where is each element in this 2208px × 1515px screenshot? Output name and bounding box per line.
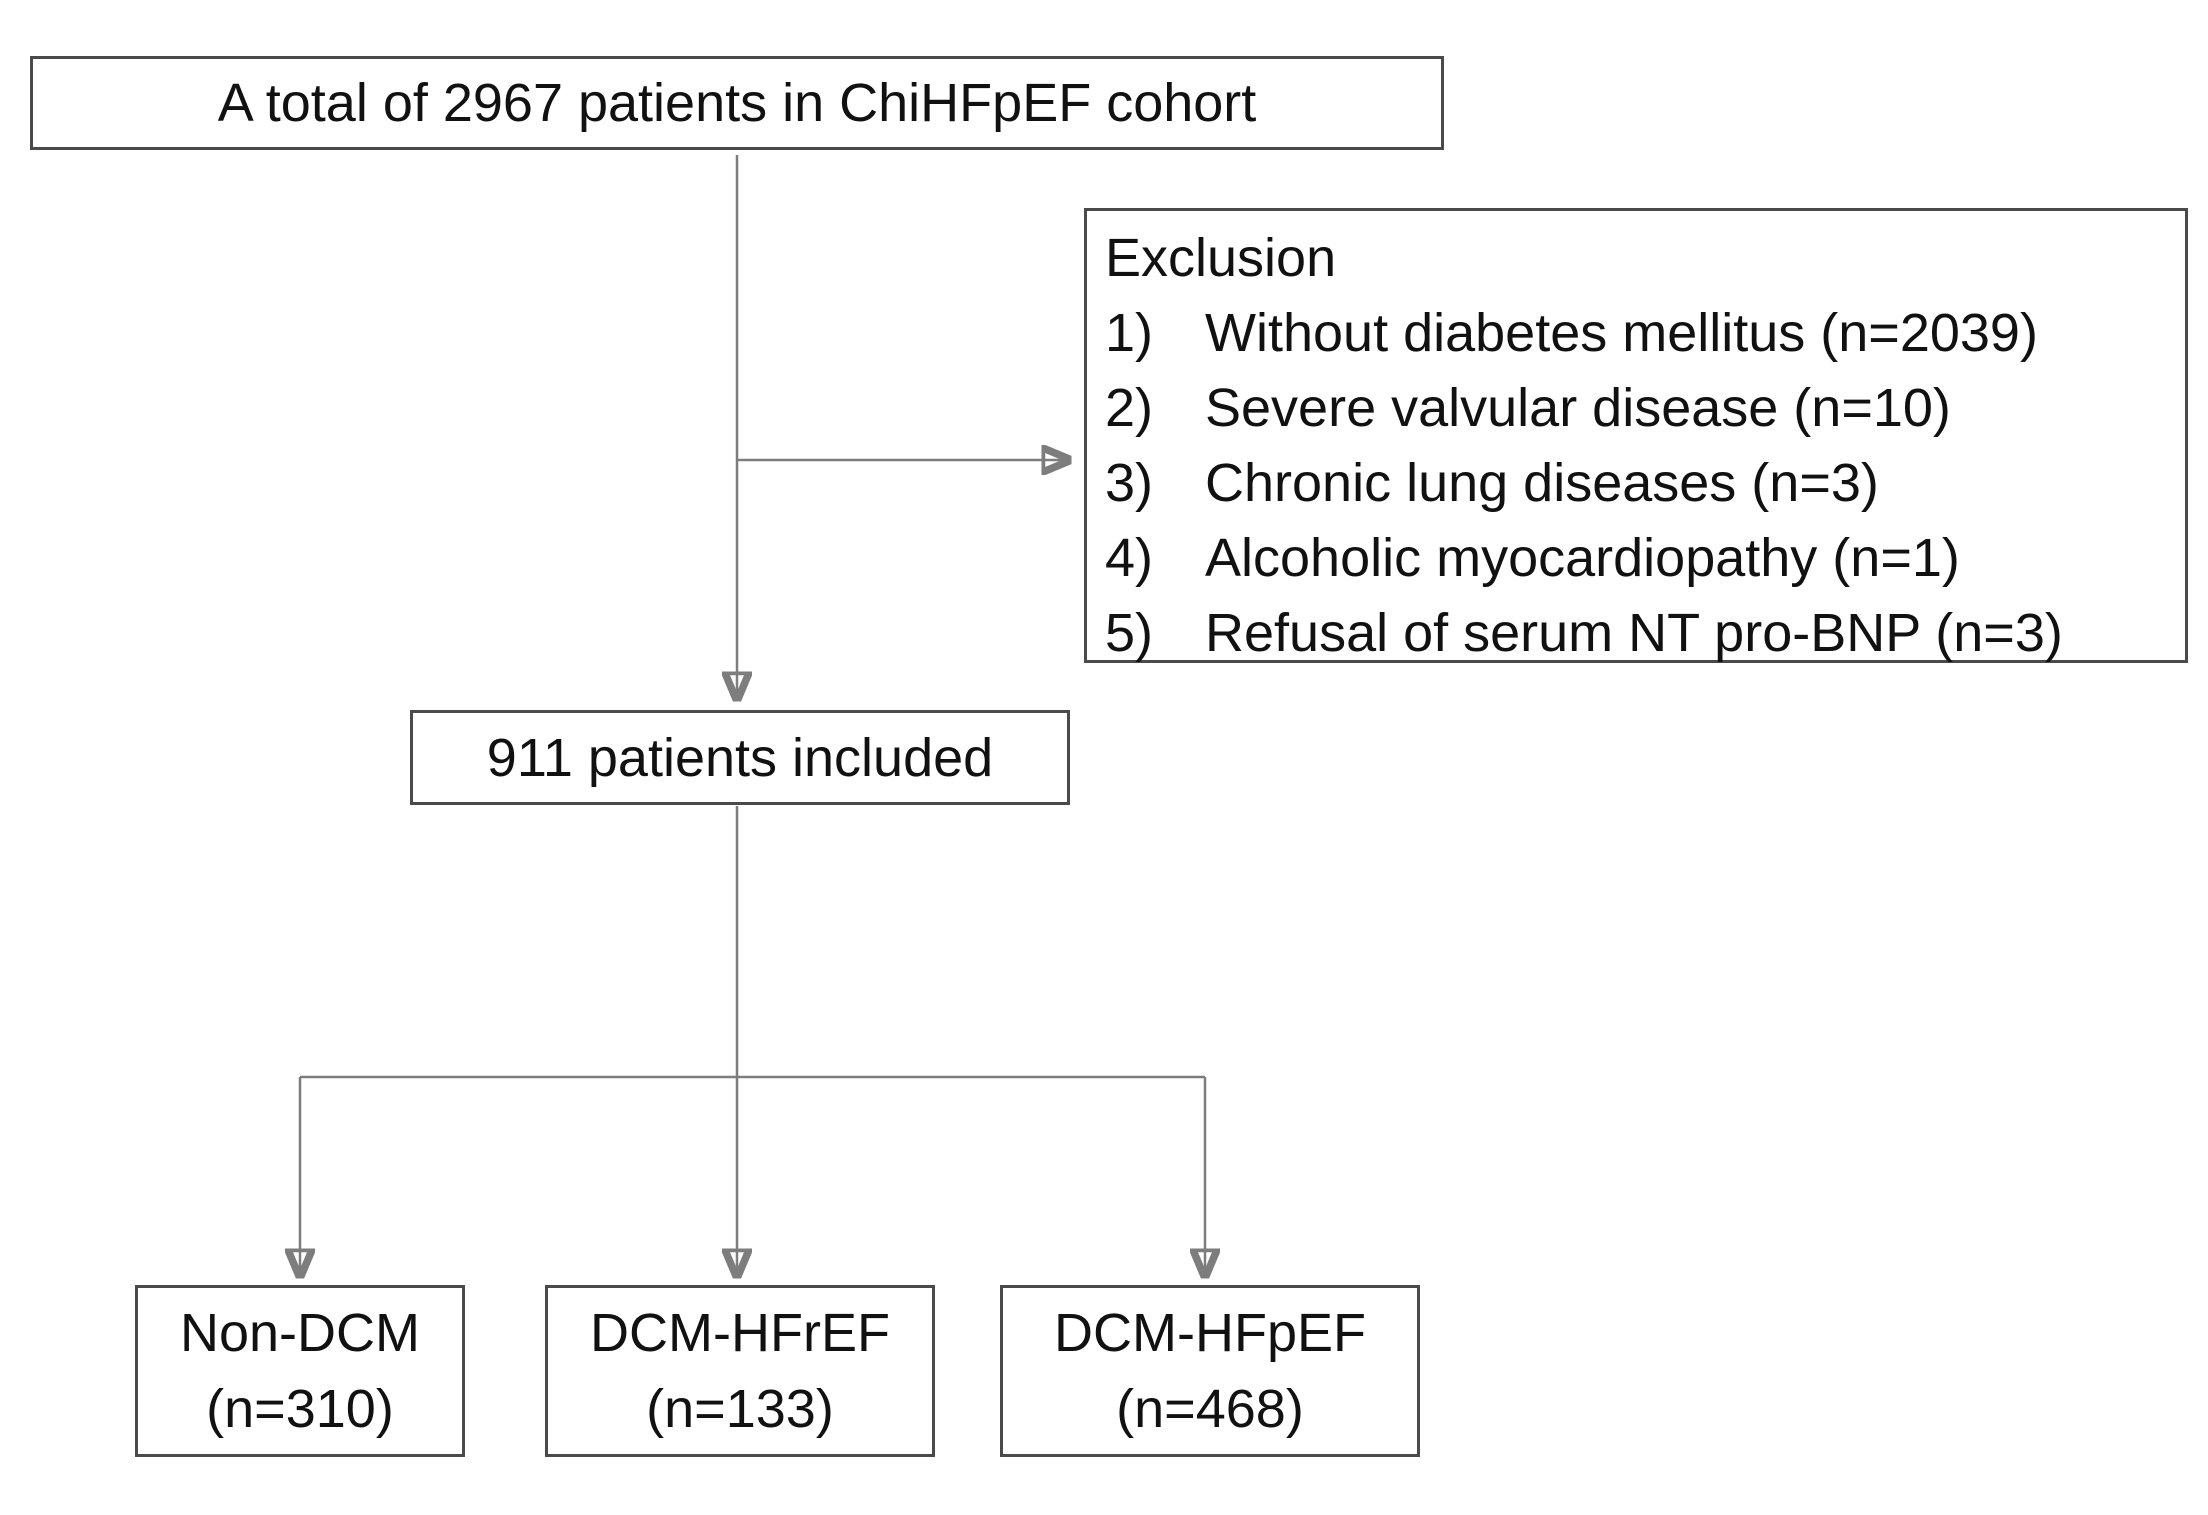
exclusion-item-number: 3) bbox=[1105, 453, 1154, 513]
included-box: 911 patients included bbox=[410, 710, 1070, 805]
exclusion-item: 1) Without diabetes mellitus (n=2039) bbox=[1105, 296, 2171, 371]
cohort-box-text: A total of 2967 patients in ChiHFpEF coh… bbox=[217, 73, 1257, 133]
exclusion-item: 2) Severe valvular disease (n=10) bbox=[1105, 371, 2171, 446]
exclusion-item-number: 1) bbox=[1105, 303, 1154, 363]
exclusion-item: 3) Chronic lung diseases (n=3) bbox=[1105, 446, 2171, 521]
outcome-count: (n=468) bbox=[1116, 1379, 1304, 1439]
outcome-box-non-dcm: Non-DCM (n=310) bbox=[135, 1285, 465, 1457]
exclusion-item-text: Refusal of serum NT pro-BNP (n=3) bbox=[1205, 603, 2063, 663]
exclusion-item-text: Alcoholic myocardiopathy (n=1) bbox=[1205, 528, 1960, 588]
exclusion-item: 5) Refusal of serum NT pro-BNP (n=3) bbox=[1105, 596, 2171, 671]
included-box-text: 911 patients included bbox=[486, 727, 994, 788]
exclusion-title: Exclusion bbox=[1105, 228, 1337, 288]
exclusion-item-number: 2) bbox=[1105, 378, 1154, 438]
exclusion-item-text: Without diabetes mellitus (n=2039) bbox=[1205, 303, 2038, 363]
exclusion-item: 4) Alcoholic myocardiopathy (n=1) bbox=[1105, 521, 2171, 596]
exclusion-item-number: 5) bbox=[1105, 603, 1154, 663]
exclusion-item-number: 4) bbox=[1105, 528, 1154, 588]
exclusion-item-text: Severe valvular disease (n=10) bbox=[1205, 378, 1951, 438]
exclusion-item-text: Chronic lung diseases (n=3) bbox=[1205, 453, 1879, 513]
outcome-count: (n=133) bbox=[646, 1379, 834, 1439]
outcome-box-dcm-hfref: DCM-HFrEF (n=133) bbox=[545, 1285, 935, 1457]
exclusion-box: Exclusion 1) Without diabetes mellitus (… bbox=[1084, 208, 2188, 663]
cohort-box: A total of 2967 patients in ChiHFpEF coh… bbox=[30, 56, 1444, 150]
outcome-label: DCM-HFrEF bbox=[590, 1303, 890, 1363]
outcome-label: DCM-HFpEF bbox=[1054, 1303, 1366, 1363]
outcome-box-dcm-hfpef: DCM-HFpEF (n=468) bbox=[1000, 1285, 1420, 1457]
outcome-count: (n=310) bbox=[206, 1379, 394, 1439]
outcome-label: Non-DCM bbox=[179, 1303, 421, 1363]
